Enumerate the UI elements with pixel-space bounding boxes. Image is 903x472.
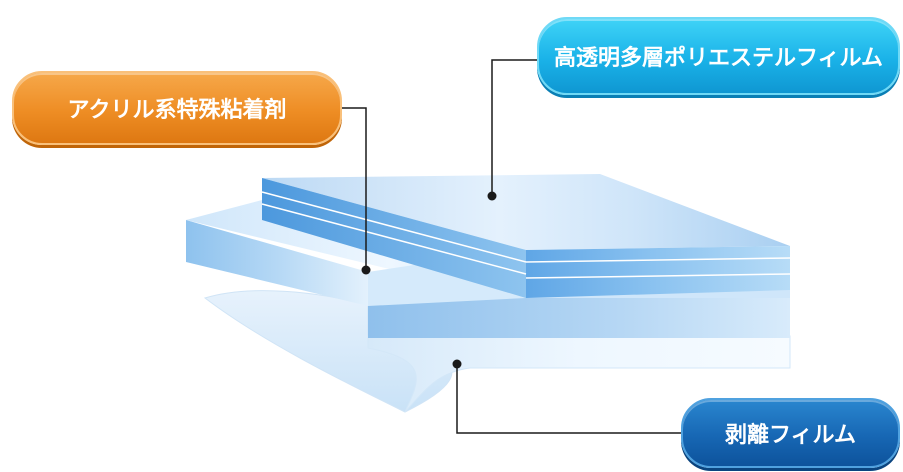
marker-dot bbox=[487, 191, 497, 201]
layer-line bbox=[525, 257, 791, 263]
label-release-film: 剥離フィルム bbox=[681, 398, 900, 468]
pet-front-face bbox=[526, 246, 790, 298]
marker-dot bbox=[452, 359, 462, 369]
layer-line bbox=[525, 273, 791, 279]
label-adhesive: アクリル系特殊粘着剤 bbox=[12, 71, 342, 145]
leader-line-adhesive bbox=[342, 107, 367, 270]
label-pet-film: 高透明多層ポリエステルフィルム bbox=[537, 17, 900, 95]
pet-left-side bbox=[262, 178, 526, 298]
base-film-front bbox=[368, 298, 790, 338]
release-film-front bbox=[367, 335, 791, 413]
release-film-curl bbox=[203, 290, 453, 413]
layer-line bbox=[261, 191, 527, 263]
layer-line bbox=[261, 203, 527, 275]
adhesive-front-face bbox=[186, 220, 368, 306]
marker-dot bbox=[361, 265, 371, 275]
leader-line-pet bbox=[491, 59, 540, 194]
leader-line-release bbox=[456, 362, 681, 434]
pet-top-face bbox=[262, 174, 790, 250]
